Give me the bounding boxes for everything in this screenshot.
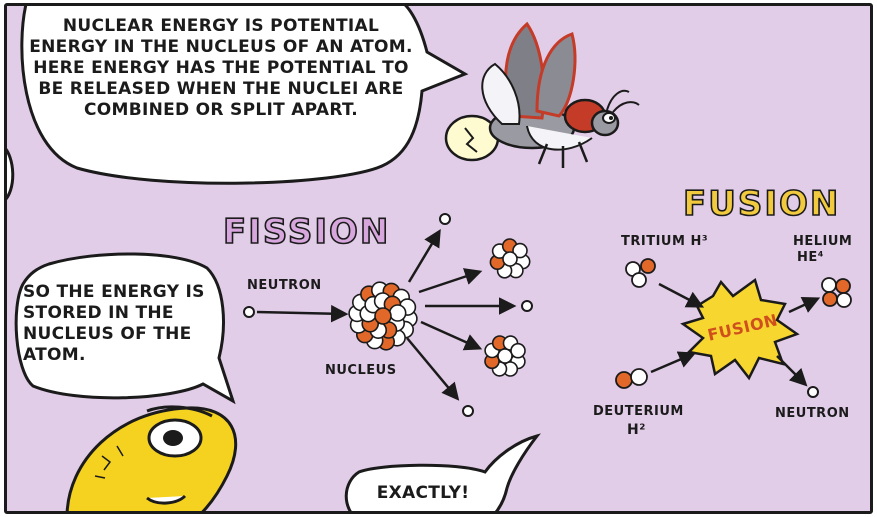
- deuterium-symbol: H²: [627, 422, 646, 438]
- fusion-neutron: [807, 386, 819, 398]
- neutron-arrow: [256, 304, 349, 323]
- fission-fragment-top: [489, 238, 531, 279]
- fusion-neutron-label: NEUTRON: [775, 406, 850, 421]
- helium-atom: [821, 277, 852, 308]
- nucleon: [374, 307, 392, 325]
- edge-bubble: [7, 148, 15, 200]
- helium-symbol: He⁴: [797, 250, 824, 265]
- nucleon: [502, 251, 518, 267]
- fission-diagram: [243, 213, 533, 417]
- uranium-nucleus: [348, 281, 418, 351]
- fusion-title: FUSION: [682, 183, 841, 225]
- deuterium-atom: [615, 368, 648, 389]
- nucleon: [388, 304, 407, 322]
- firefly-character: [444, 21, 640, 168]
- bottom-speech-text: EXACTLY!: [376, 483, 470, 503]
- fusion-diagram: [615, 258, 852, 398]
- tritium-label: TRITIUM H³: [621, 234, 709, 249]
- top-speech-text: NUCLEAR ENERGY IS POTENTIAL ENERGY IN TH…: [29, 16, 413, 120]
- helium-label: HELIUM: [793, 234, 853, 249]
- panel-artwork: [7, 6, 852, 511]
- nucleon: [512, 242, 528, 259]
- fission-neutron-label: NEUTRON: [247, 278, 322, 293]
- comic-panel: NUCLEAR ENERGY IS POTENTIAL ENERGY IN TH…: [4, 3, 873, 514]
- left-speech-bubble: [14, 252, 236, 405]
- nucleon: [510, 342, 526, 359]
- nucleon: [497, 348, 513, 364]
- left-speech-text: SO THE ENERGY IS STORED IN THE NUCLEUS O…: [23, 282, 205, 365]
- incoming-neutron: [243, 306, 255, 318]
- bottom-speech-bubble: [344, 433, 541, 511]
- fission-fragment-bottom: [484, 335, 526, 377]
- fusion-burst: [680, 277, 800, 381]
- nucleus-label: NUCLEUS: [325, 363, 397, 378]
- yellow-character: [65, 405, 238, 511]
- top-speech-bubble: [20, 6, 469, 185]
- tritium-atom: [625, 258, 656, 288]
- deuterium-label: DEUTERIUM: [593, 404, 684, 419]
- fission-title: FISSION: [222, 211, 391, 253]
